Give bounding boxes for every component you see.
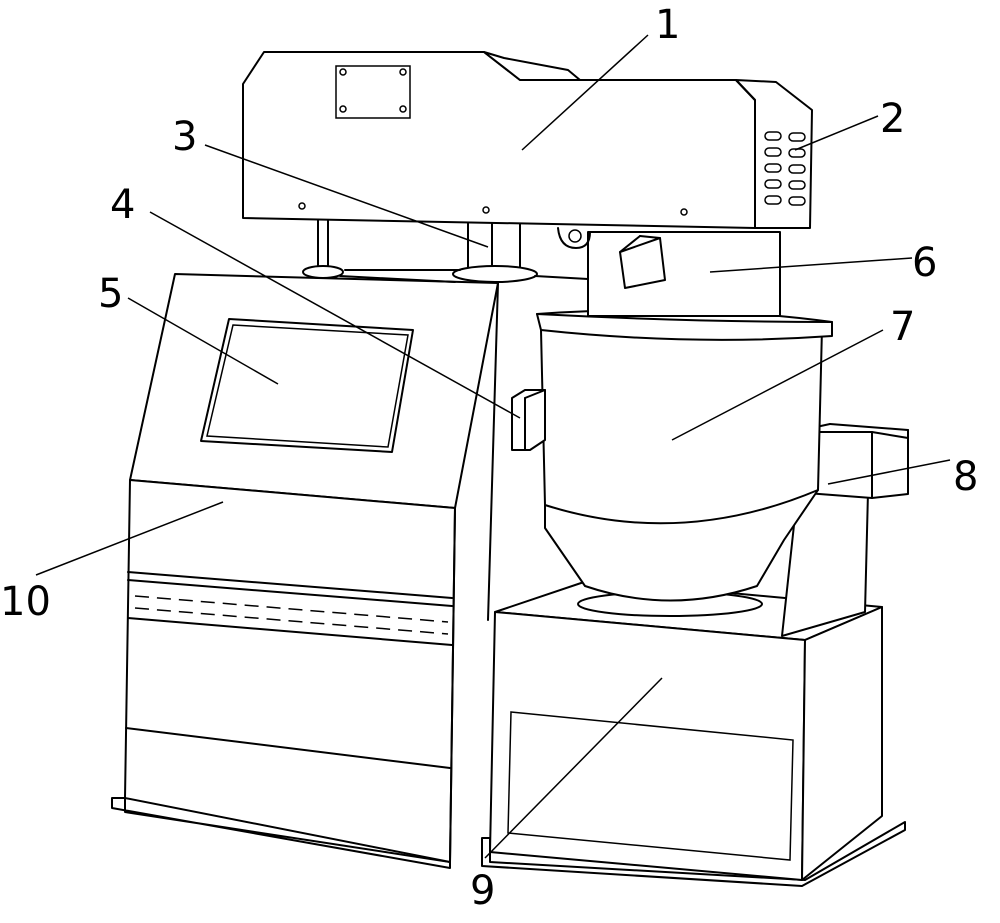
support-rods <box>302 217 591 283</box>
leader-5 <box>127 297 279 385</box>
leader-4 <box>149 211 521 419</box>
callout-10: 10 <box>0 579 51 625</box>
callout-labels: 1 2 3 4 5 6 7 8 9 10 <box>0 2 978 914</box>
mixing-tank <box>536 308 833 617</box>
leader-9 <box>484 677 663 859</box>
leader-7 <box>671 329 884 441</box>
leader-8 <box>827 459 951 485</box>
callout-8: 8 <box>953 454 978 500</box>
leader-1 <box>521 34 649 151</box>
side-handle <box>511 389 546 451</box>
leader-2 <box>794 115 879 151</box>
leader-10 <box>35 501 224 576</box>
callout-9: 9 <box>470 868 495 914</box>
callout-1: 1 <box>655 2 680 48</box>
machine-head <box>242 51 813 229</box>
vent-panel <box>764 131 806 206</box>
callout-6: 6 <box>912 240 937 286</box>
callout-3: 3 <box>172 114 197 160</box>
callout-5: 5 <box>98 271 123 317</box>
drive-housing <box>587 231 781 317</box>
callout-7: 7 <box>890 304 915 350</box>
display-screen <box>200 318 414 453</box>
leader-6 <box>709 257 913 273</box>
base-box <box>481 579 906 887</box>
leader-lines <box>35 34 951 859</box>
feeder-duct <box>781 423 909 637</box>
callout-4: 4 <box>110 182 135 228</box>
callout-2: 2 <box>880 96 905 142</box>
leader-3 <box>204 144 489 248</box>
